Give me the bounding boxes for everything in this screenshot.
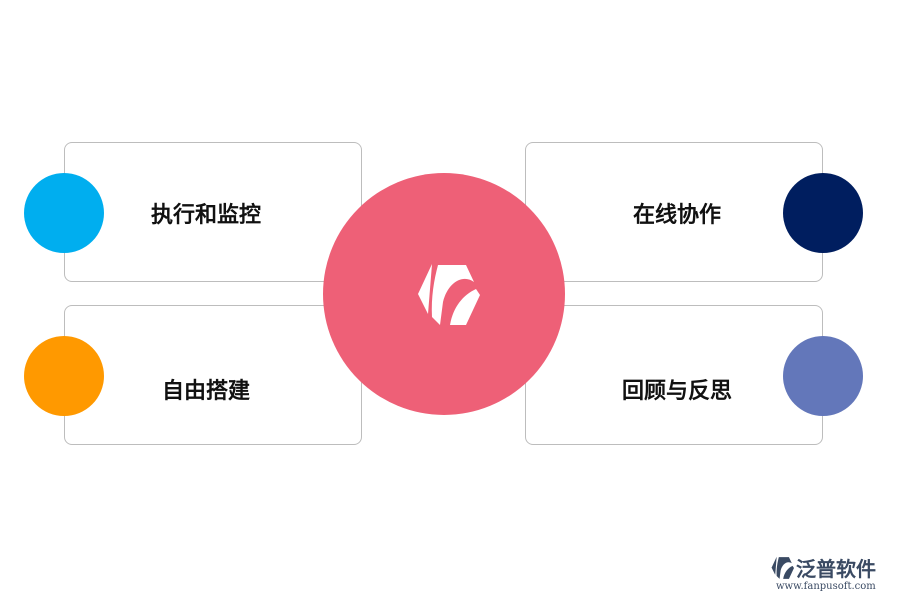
card-bottom-left bbox=[64, 305, 362, 445]
card-top-right bbox=[525, 142, 823, 282]
card-bottom-right bbox=[525, 305, 823, 445]
label-execute-monitor: 执行和监控 bbox=[150, 203, 262, 228]
dot-free-build bbox=[24, 336, 104, 416]
label-free-build: 自由搭建 bbox=[161, 379, 251, 404]
label-review-reflect: 回顾与反思 bbox=[621, 379, 733, 404]
dot-online-collab bbox=[783, 173, 863, 253]
label-online-collab: 在线协作 bbox=[632, 203, 722, 228]
dot-review-reflect bbox=[783, 336, 863, 416]
watermark-brand: 泛普软件 bbox=[796, 557, 876, 581]
watermark-url: www.fanpusoft.com bbox=[776, 581, 876, 592]
watermark: 泛普软件 www.fanpusoft.com bbox=[768, 553, 893, 595]
card-top-left bbox=[64, 142, 362, 282]
fanpu-logo-icon bbox=[418, 264, 480, 325]
dot-execute-monitor bbox=[24, 173, 104, 253]
fanpu-logo-icon bbox=[771, 556, 794, 579]
